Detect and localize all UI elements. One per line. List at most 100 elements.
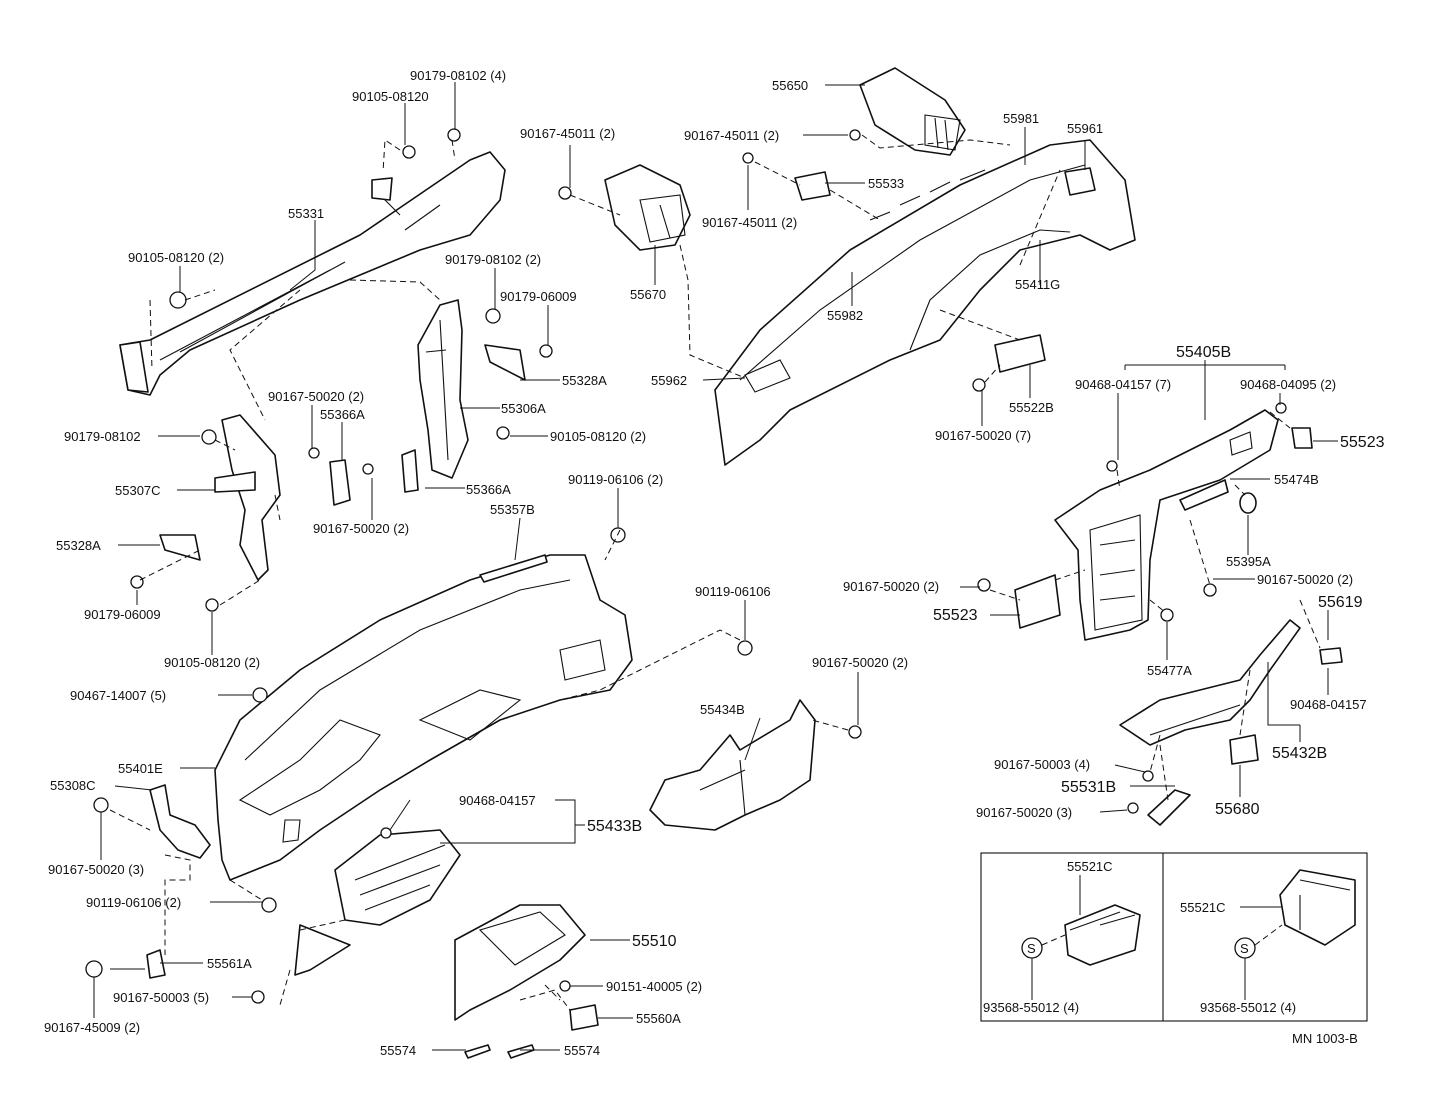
part-55560A [569,1004,599,1031]
part-55401E-instrument-panel [214,554,633,881]
label-90468-04095-2: 90468-04095 (2) [1240,377,1336,392]
label-55619: 55619 [1318,594,1363,611]
inset-part-55521C-a [1021,875,1141,1000]
part-55328A-right [484,344,526,381]
part-55523-right [1291,427,1313,449]
part-55574-b [507,1044,535,1059]
part-55531B [1147,789,1191,826]
label-90167-45011-2: 90167-45011 (2) [684,128,779,143]
label-90167-50020-2: 90167-50020 (2) [843,579,939,594]
leader-lines [93,82,1338,1051]
label-55510: 55510 [632,933,677,950]
label-93568-55012-4: 93568-55012 (4) [1200,1000,1296,1015]
label-55981: 55981 [1003,111,1039,126]
label-90167-45011-2: 90167-45011 (2) [520,126,615,141]
label-55357B: 55357B [490,502,535,517]
label-90179-08102: 90179-08102 [64,429,141,444]
label-90167-50003-4: 90167-50003 (4) [994,757,1090,772]
label-55521C: 55521C [1180,900,1226,915]
part-55510-glove-box [454,904,586,1021]
label-55328A: 55328A [56,538,101,553]
label-55366A: 55366A [320,407,365,422]
label-55306A: 55306A [501,401,546,416]
label-55531B: 55531B [1061,779,1116,796]
part-55561A [146,949,166,979]
label-55331: 55331 [288,206,324,221]
part-55433B-housing [334,829,461,926]
label-90167-50020-2: 90167-50020 (2) [313,521,409,536]
label-90105-08120-2: 90105-08120 (2) [550,429,646,444]
part-55306A-bracket [417,299,469,479]
diagram-code: MN 1003-B [1292,1031,1358,1046]
part-55650-duct [859,67,966,156]
label-90167-45009-2: 90167-45009 (2) [44,1020,140,1035]
part-55680 [1229,734,1259,765]
assembly-dashes [109,134,1321,1011]
label-55328A: 55328A [562,373,607,388]
label-55574: 55574 [380,1043,416,1058]
label-55982: 55982 [827,308,863,323]
label-55522B: 55522B [1009,400,1054,415]
label-55680: 55680 [1215,801,1260,818]
part-55366A-b [401,449,419,493]
label-90119-06106-2: 90119-06106 (2) [86,895,181,910]
label-93568-55012-4: 93568-55012 (4) [983,1000,1079,1015]
part-55357B [479,554,548,583]
part-55328A-left [159,534,201,561]
label-90468-04157: 90468-04157 [1290,697,1367,712]
label-90105-08120-2: 90105-08120 (2) [128,250,224,265]
label-55411G: 55411G [1015,277,1060,292]
part-55395A [1239,492,1257,514]
label-55395A: 55395A [1226,554,1271,569]
part-labels: 90179-08102 (4) 90105-08120 55331 90105-… [44,68,1385,1058]
part-55522B [994,334,1046,373]
part-55434B-bracket [649,699,816,831]
part-55308C-bracket [149,784,211,859]
label-90167-50020-2: 90167-50020 (2) [812,655,908,670]
label-90179-06009: 90179-06009 [84,607,161,622]
label-55474B: 55474B [1274,472,1319,487]
part-55331-reinforcement [119,151,506,396]
label-55560A: 55560A [636,1011,681,1026]
label-55366A: 55366A [466,482,511,497]
label-55523: 55523 [933,607,978,624]
label-55308C: 55308C [50,778,96,793]
part-55670-duct [604,164,691,251]
label-90167-50020-2: 90167-50020 (2) [268,389,364,404]
label-55433B: 55433B [587,818,642,835]
label-55523: 55523 [1340,434,1385,451]
label-55401E: 55401E [118,761,163,776]
label-90468-04157: 90468-04157 [459,793,536,808]
inset-box [980,852,1368,1022]
label-90105-08120-2: 90105-08120 (2) [164,655,260,670]
label-s-symbol: S [1240,941,1249,956]
part-55523-left [1014,574,1061,629]
label-s-symbol: S [1027,941,1036,956]
label-55670: 55670 [630,287,666,302]
part-55574-a [464,1044,491,1059]
label-55521C: 55521C [1067,859,1113,874]
label-90105-08120: 90105-08120 [352,89,429,104]
label-90468-04157-7: 90468-04157 (7) [1075,377,1171,392]
label-55574: 55574 [564,1043,600,1058]
label-55405B: 55405B [1176,344,1231,361]
part-55366A-a [329,459,351,506]
label-90119-06106-2: 90119-06106 (2) [568,472,663,487]
part-55307C-bracket [214,414,281,581]
label-55561A: 55561A [207,956,252,971]
label-90167-50020-3: 90167-50020 (3) [976,805,1072,820]
label-55650: 55650 [772,78,808,93]
label-55477A: 55477A [1147,663,1192,678]
part-55533-clip [794,171,831,201]
part-upper-panel [714,139,1136,466]
part-55619 [1319,647,1343,665]
label-55533: 55533 [868,176,904,191]
part-55405B-cluster-panel [1054,409,1279,641]
label-55962: 55962 [651,373,687,388]
label-55432B: 55432B [1272,745,1327,762]
label-90179-06009: 90179-06009 [500,289,577,304]
part-55432B-lower-panel [1119,619,1301,746]
label-55307C: 55307C [115,483,161,498]
label-90167-50003-5: 90167-50003 (5) [113,990,209,1005]
